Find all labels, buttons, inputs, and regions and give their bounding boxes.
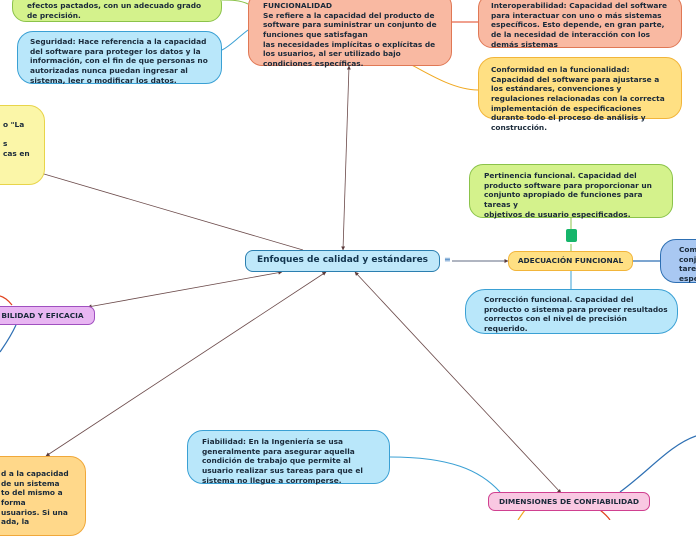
line-eficacia-blue <box>0 324 17 353</box>
node-interoperabilidad-text: Interoperabilidad: Capacidad del softwar… <box>491 1 668 49</box>
line-func-green <box>221 0 249 5</box>
node-funcionalidad-text: FUNCIONALIDAD Se refiere a la capacidad … <box>263 1 437 68</box>
node-conformidad[interactable]: Conformidad en la funcionalidad: Capacid… <box>478 57 682 132</box>
line-central-orange <box>45 271 327 457</box>
line-fiab-confiab <box>389 456 501 493</box>
central-topic-label: Enfoques de calidad y estándares <box>256 255 429 266</box>
node-funcionalidad[interactable]: FUNCIONALIDAD Se refiere a la capacidad … <box>248 0 452 68</box>
node-adecuacion[interactable]: ADECUACIÓN FUNCIONAL <box>508 251 633 271</box>
line-central-lemon <box>43 173 304 251</box>
node-confiabilidad-label: DIMENSIONES DE CONFIABILIDAD <box>499 496 639 506</box>
node-right-blue-text: Com conj tare espe <box>679 245 696 283</box>
line-func-conformidad <box>409 63 479 91</box>
line-func-seguridad <box>221 29 249 51</box>
node-confiabilidad[interactable]: DIMENSIONES DE CONFIABILIDAD <box>488 492 650 511</box>
node-pertinencia-text: Pertinencia funcional. Capacidad del pro… <box>484 171 652 219</box>
node-interoperabilidad[interactable]: Interoperabilidad: Capacidad del softwar… <box>478 0 682 49</box>
node-fiabilidad-text: Fiabilidad: En la Ingeniería se usa gene… <box>202 437 363 485</box>
node-eficacia[interactable]: BILIDAD Y EFICACIA <box>0 306 95 325</box>
line-confiab-orange <box>517 509 526 520</box>
node-right-blue[interactable]: Com conj tare espe <box>660 239 696 283</box>
node-lemon-left-text: o "La s cas en <box>3 120 30 158</box>
line-eficacia-red <box>0 295 13 306</box>
green-handle-icon[interactable] <box>566 229 577 242</box>
node-pertinencia[interactable]: Pertinencia funcional. Capacidad del pro… <box>469 164 673 219</box>
line-confiab-red <box>599 509 611 520</box>
node-lemon-left[interactable]: o "La s cas en <box>0 105 45 185</box>
line-central-eficacia <box>87 270 283 309</box>
node-orange-bottom-text: d a la capacidad de un sistema to del mi… <box>1 469 69 527</box>
node-seguridad[interactable]: Seguridad: Hace referencia a la capacida… <box>17 31 222 85</box>
node-fiabilidad[interactable]: Fiabilidad: En la Ingeniería se usa gene… <box>187 430 390 485</box>
node-correccion-text: Corrección funcional. Capacidad del prod… <box>484 295 668 333</box>
line-confiab-blue <box>619 435 696 493</box>
line-central-confiabilidad <box>354 271 562 494</box>
connector-lines <box>0 0 696 520</box>
node-conformidad-text: Conformidad en la funcionalidad: Capacid… <box>491 65 665 132</box>
node-green-top-text: efectos pactados, con un adecuado grado … <box>27 1 202 20</box>
line-central-funcionalidad <box>341 65 351 251</box>
node-orange-bottom[interactable]: d a la capacidad de un sistema to del mi… <box>0 456 86 536</box>
node-seguridad-text: Seguridad: Hace referencia a la capacida… <box>30 37 208 85</box>
collapse-icon[interactable]: ≡ <box>444 255 451 264</box>
node-eficacia-label: BILIDAD Y EFICACIA <box>1 310 84 320</box>
central-topic[interactable]: Enfoques de calidad y estándares <box>245 250 440 272</box>
node-green-top[interactable]: efectos pactados, con un adecuado grado … <box>12 0 222 22</box>
node-correccion[interactable]: Corrección funcional. Capacidad del prod… <box>465 289 678 334</box>
node-adecuacion-label: ADECUACIÓN FUNCIONAL <box>517 256 624 266</box>
